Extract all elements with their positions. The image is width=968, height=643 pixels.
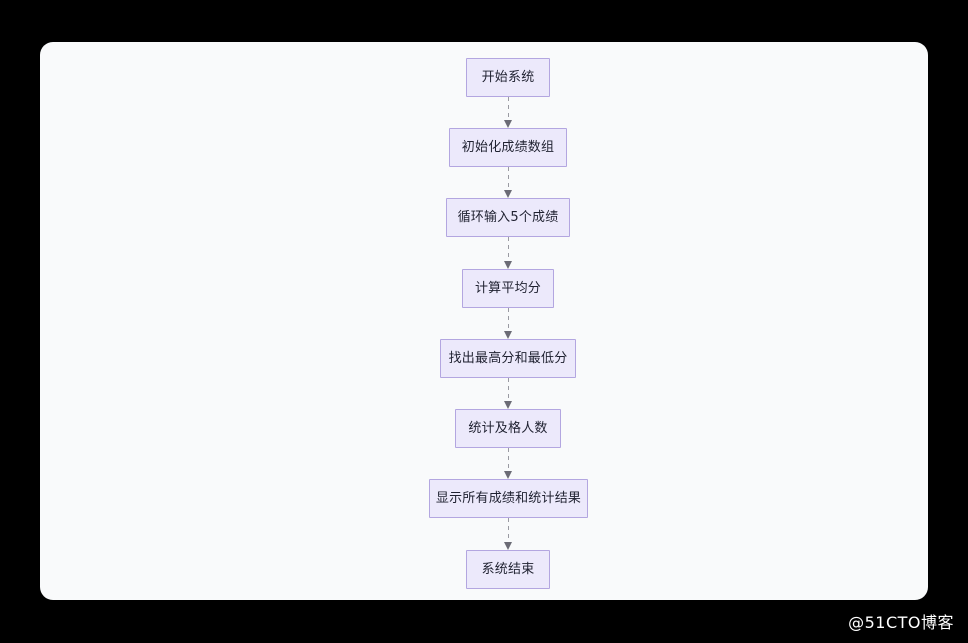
- flow-node-n7[interactable]: 显示所有成绩和统计结果: [429, 479, 588, 518]
- flow-edge-n5-n6: [507, 378, 509, 401]
- flow-node-n1[interactable]: 开始系统: [466, 58, 550, 97]
- flow-edge-n7-n8: [508, 518, 509, 542]
- flow-node-n3[interactable]: 循环输入5个成绩: [446, 198, 570, 237]
- flow-node-label: 显示所有成绩和统计结果: [435, 491, 582, 506]
- flow-edge-n1-n2: [507, 97, 509, 120]
- flow-edge-n4-n5: [507, 308, 509, 331]
- flow-node-label: 统计及格人数: [468, 421, 548, 436]
- flowchart: 开始系统初始化成绩数组循环输入5个成绩计算平均分找出最高分和最低分统计及格人数显…: [40, 42, 928, 600]
- flow-arrowhead-icon: [503, 331, 512, 339]
- flow-edge-n3-n4: [507, 237, 509, 261]
- flow-edge-n2-n3: [507, 167, 509, 190]
- flow-node-n2[interactable]: 初始化成绩数组: [449, 128, 567, 167]
- diagram-canvas-card: 开始系统初始化成绩数组循环输入5个成绩计算平均分找出最高分和最低分统计及格人数显…: [40, 42, 928, 600]
- flow-node-label: 找出最高分和最低分: [448, 351, 568, 366]
- flow-arrowhead-icon: [503, 471, 512, 479]
- flow-arrowhead-icon: [503, 190, 512, 198]
- flow-arrowhead-icon: [503, 120, 512, 128]
- watermark-label: @51CTO博客: [848, 613, 954, 632]
- flow-node-label: 开始系统: [481, 70, 535, 85]
- flow-node-label: 初始化成绩数组: [461, 140, 555, 155]
- flow-node-label: 循环输入5个成绩: [457, 210, 559, 225]
- flow-node-label: 计算平均分: [474, 281, 541, 296]
- flow-node-label: 系统结束: [481, 562, 535, 577]
- flow-node-n5[interactable]: 找出最高分和最低分: [440, 339, 576, 378]
- flow-arrowhead-icon: [503, 261, 512, 269]
- flow-node-n4[interactable]: 计算平均分: [462, 269, 554, 308]
- flow-arrowhead-icon: [503, 401, 512, 409]
- flow-node-n6[interactable]: 统计及格人数: [455, 409, 561, 448]
- flow-arrowhead-icon: [504, 542, 512, 550]
- flow-edge-n6-n7: [507, 448, 509, 471]
- flow-node-n8[interactable]: 系统结束: [466, 550, 550, 589]
